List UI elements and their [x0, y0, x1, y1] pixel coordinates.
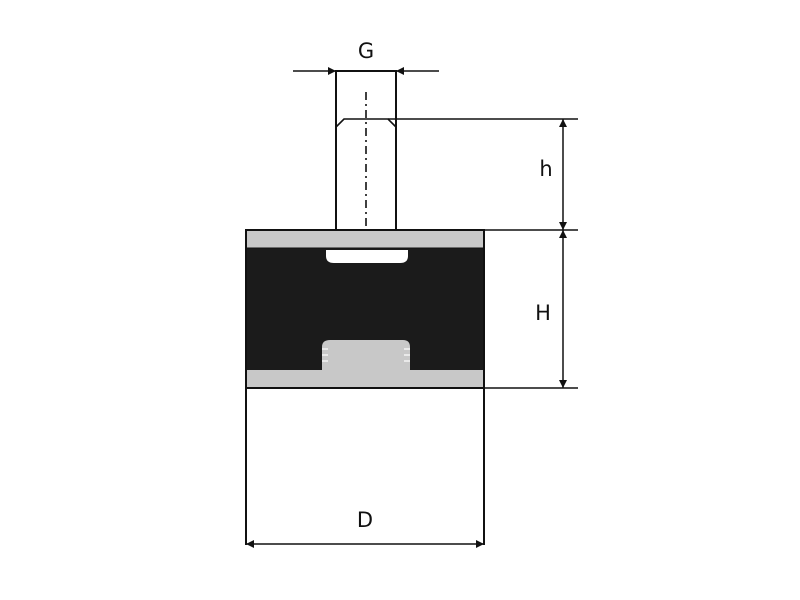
label-G: G [358, 39, 374, 63]
mount-body [245, 229, 485, 389]
dimension-D: D [246, 508, 484, 548]
threaded-recess [322, 340, 410, 370]
dimension-G: G [293, 39, 439, 75]
thread-marks [322, 348, 410, 362]
top-slot [326, 250, 408, 263]
dimension-h: h [539, 119, 567, 230]
bolt-chamfer [335, 118, 397, 128]
label-D: D [357, 508, 373, 532]
dimension-H: H [535, 230, 567, 388]
label-h: h [539, 157, 552, 181]
label-H: H [535, 301, 551, 325]
bolt [335, 70, 397, 250]
